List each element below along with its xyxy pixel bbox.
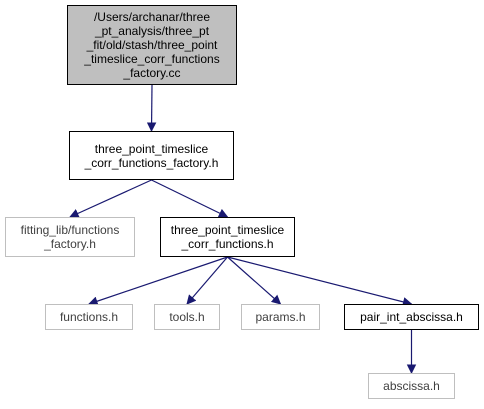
node-label: tools.h <box>169 310 205 324</box>
edge-corr_functions_h-to-pair_int_abscissa_h <box>227 256 413 307</box>
node-label: abscissa.h <box>383 379 440 393</box>
dependency-edges <box>69 84 417 374</box>
node-fitting-lib-functions-factory-h: fitting_lib/functions _factory.h <box>5 217 135 257</box>
edge-factory_h-to-fitting_lib_functions_factory_h <box>69 179 152 218</box>
node-pair-int-abscissa-h[interactable]: pair_int_abscissa.h <box>344 304 479 330</box>
node-three-point-timeslice-corr-functions-factory-cc: /Users/archanar/three _pt_analysis/three… <box>67 5 237 85</box>
node-functions-h: functions.h <box>45 304 133 330</box>
node-label: /Users/archanar/three _pt_analysis/three… <box>84 10 220 80</box>
node-label: fitting_lib/functions _factory.h <box>20 223 120 251</box>
node-abscissa-h: abscissa.h <box>368 373 455 399</box>
node-label: three_point_timeslice _corr_functions_fa… <box>84 141 219 170</box>
edge-root-to-factory_h <box>146 84 157 132</box>
node-label: params.h <box>255 310 306 324</box>
node-label: functions.h <box>59 310 119 324</box>
node-three-point-timeslice-corr-functions-factory-h[interactable]: three_point_timeslice _corr_functions_fa… <box>69 131 234 180</box>
node-label: three_point_timeslice _corr_functions.h <box>170 223 285 251</box>
node-label: pair_int_abscissa.h <box>360 310 463 324</box>
edge-corr_functions_h-to-params_h <box>227 256 282 305</box>
edge-factory_h-to-corr_functions_h <box>151 179 229 218</box>
edge-corr_functions_h-to-tools_h <box>186 256 228 305</box>
node-tools-h: tools.h <box>154 304 220 330</box>
node-three-point-timeslice-corr-functions-h[interactable]: three_point_timeslice _corr_functions.h <box>160 217 295 257</box>
node-params-h: params.h <box>241 304 320 330</box>
edge-corr_functions_h-to-functions_h <box>88 256 228 306</box>
